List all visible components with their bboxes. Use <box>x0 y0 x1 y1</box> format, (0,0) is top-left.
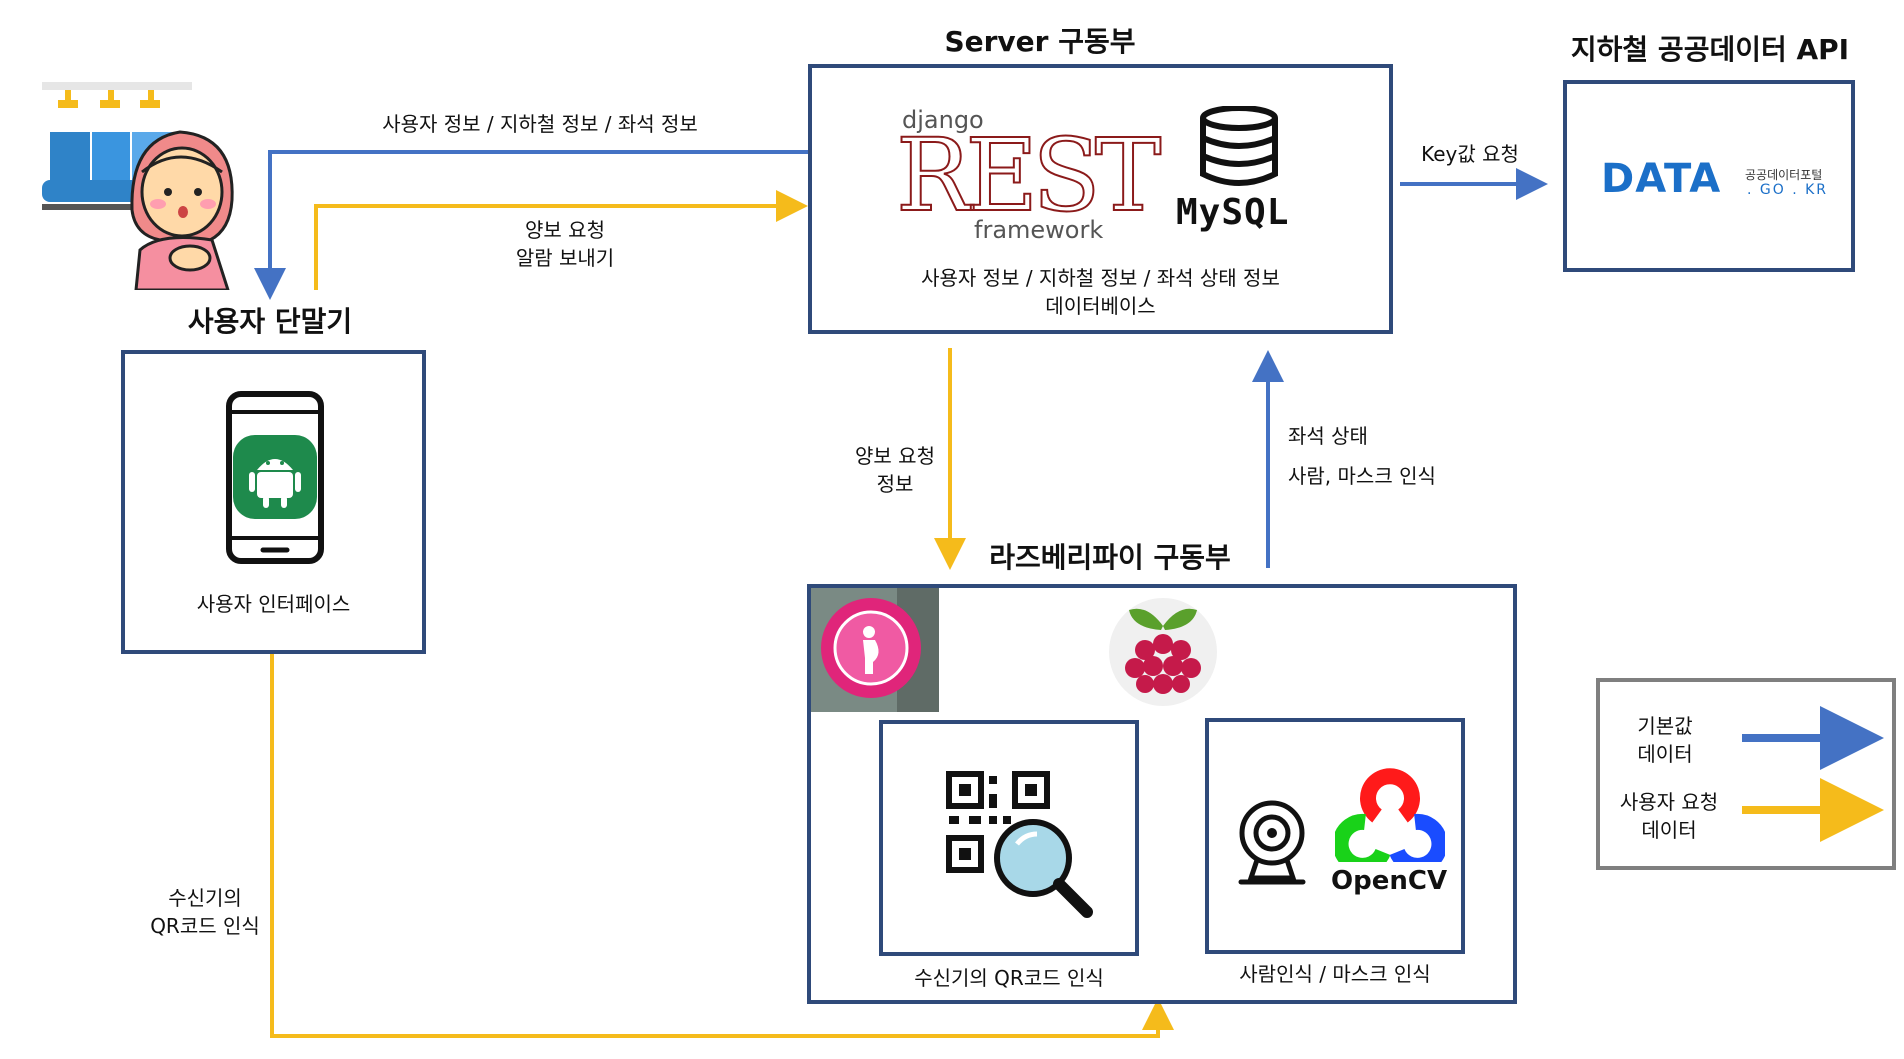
qr-search-icon <box>946 771 1093 918</box>
server-box: django REST framework MySQL 사용자 정보 / 지하철… <box>808 64 1393 334</box>
webcam-icon <box>1238 800 1306 885</box>
django-text: django <box>902 106 984 134</box>
edge-label-server-to-pi-1: 양보 요청 <box>855 444 935 468</box>
cam-module-box: OpenCV <box>1205 718 1465 954</box>
data-logo-sub-top: 공공데이터포털 <box>1745 168 1823 182</box>
user-to-pi-arrow <box>270 650 1174 1038</box>
user-terminal-box: 사용자 인터페이스 <box>121 350 426 654</box>
pi-box: 수신기의 QR코드 인식 OpenCV 사람인식 / 마스크 인식 <box>807 584 1517 1004</box>
pi-title: 라즈베리파이 구동부 <box>989 541 1231 574</box>
edge-label-pi-to-server-1: 좌석 상태 <box>1288 424 1368 448</box>
legend-box <box>1596 678 1896 870</box>
edge-label-server-to-pi-2: 정보 <box>876 472 914 496</box>
cam-caption: 사람인식 / 마스크 인식 <box>1239 962 1431 986</box>
mysql-database-icon <box>1200 106 1278 186</box>
data-logo-main: DATA <box>1601 156 1722 202</box>
legend-request-line1: 사용자 요청 <box>1619 790 1719 814</box>
android-phone-icon <box>226 391 324 564</box>
mysql-text: MySQL <box>1176 192 1290 233</box>
user-to-server-arrow <box>314 190 808 290</box>
raspberry-pi-icon <box>1109 598 1217 706</box>
edge-label-to-server-2: 알람 보내기 <box>515 246 615 270</box>
db-caption-line1: 사용자 정보 / 지하철 정보 / 좌석 상태 정보 <box>921 266 1280 290</box>
edge-label-to-user: 사용자 정보 / 지하철 정보 / 좌석 정보 <box>382 112 698 136</box>
user-interface-caption: 사용자 인터페이스 <box>196 592 351 616</box>
db-caption-line2: 데이터베이스 <box>1045 294 1156 318</box>
legend-default-line2: 데이터 <box>1637 742 1693 766</box>
edge-label-key-request: Key값 요청 <box>1421 142 1519 166</box>
pregnant-woman-icon <box>130 130 234 290</box>
qr-caption: 수신기의 QR코드 인식 <box>914 966 1104 990</box>
django-rest-logo: django REST framework <box>895 106 1162 244</box>
rest-text: REST <box>895 117 1162 234</box>
api-title: 지하철 공공데이터 API <box>1570 33 1850 66</box>
server-to-user-arrow <box>254 150 808 300</box>
server-title: Server 구동부 <box>944 25 1136 58</box>
edge-label-user-to-pi-2: QR코드 인식 <box>150 914 260 938</box>
user-title: 사용자 단말기 <box>187 305 353 338</box>
opencv-text: OpenCV <box>1331 866 1448 896</box>
edge-label-user-to-pi-1: 수신기의 <box>168 886 242 910</box>
data-logo-sub-bottom: . GO . KR <box>1747 182 1829 198</box>
pregnancy-badge-photo <box>811 588 939 712</box>
opencv-logo-icon <box>1335 768 1445 862</box>
framework-text: framework <box>974 216 1104 244</box>
api-box: DATA 공공데이터포털 . GO . KR <box>1563 80 1855 272</box>
edge-label-pi-to-server-2: 사람, 마스크 인식 <box>1288 464 1436 488</box>
edge-label-to-server-1: 양보 요청 <box>525 218 605 242</box>
legend-default-line1: 기본값 <box>1637 714 1693 738</box>
legend-request-line2: 데이터 <box>1641 818 1697 842</box>
qr-module-box <box>879 720 1139 956</box>
subway-seat-icon <box>42 82 234 290</box>
